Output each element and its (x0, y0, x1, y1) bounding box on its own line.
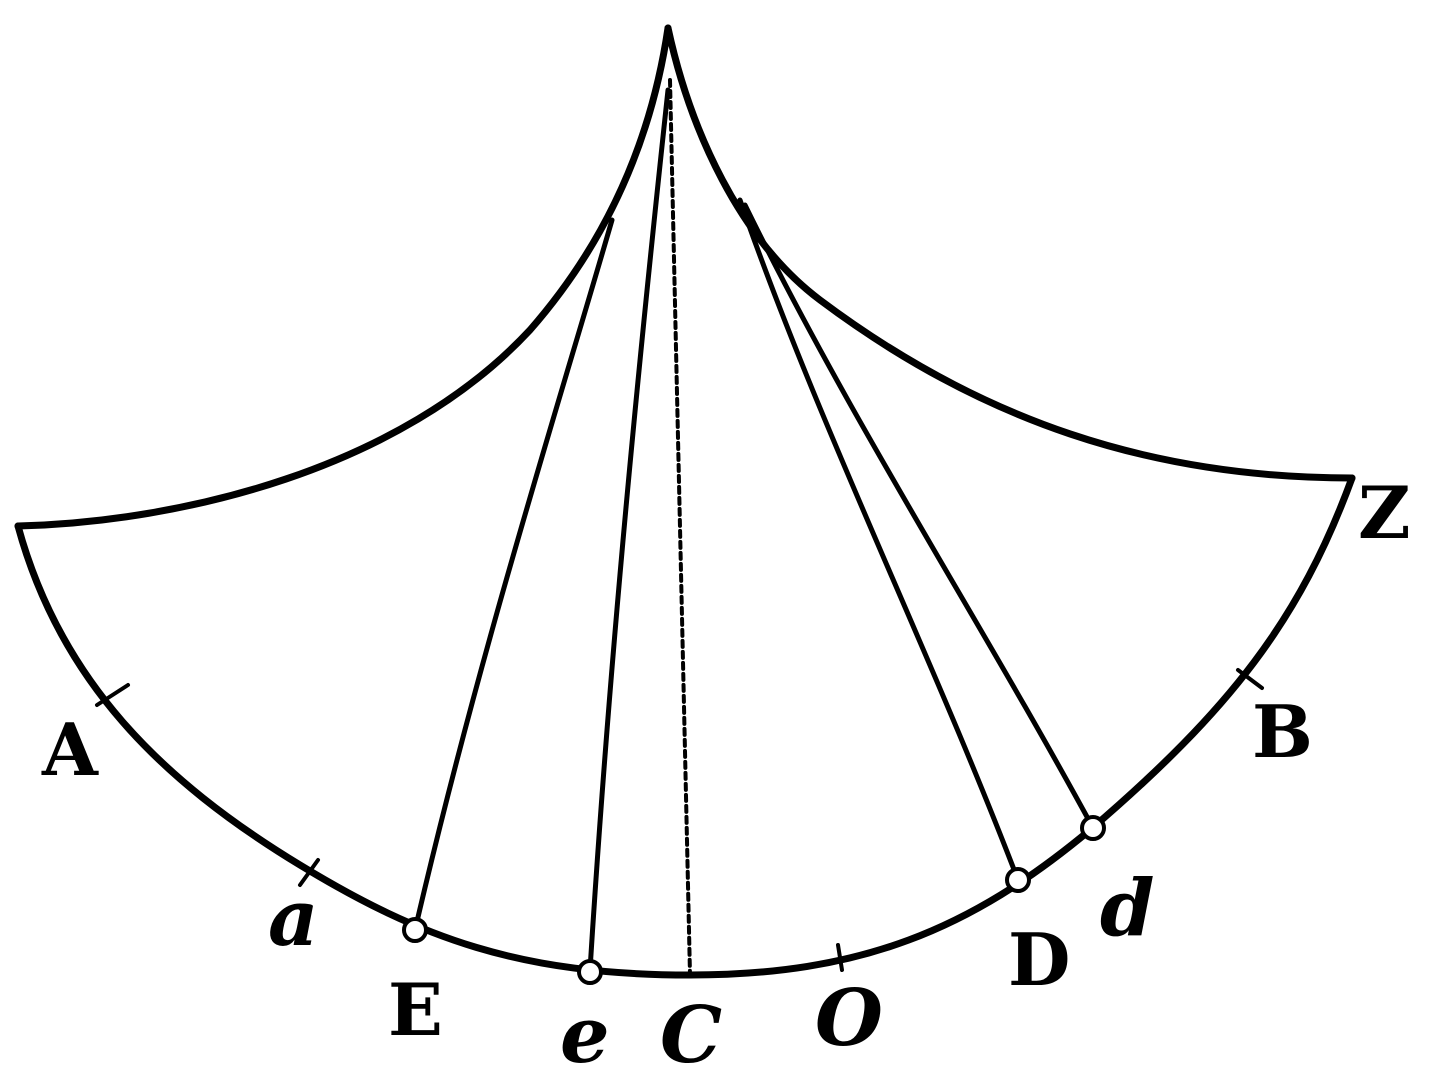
string-to-E (412, 217, 615, 933)
string-to-e (587, 87, 671, 973)
string-to-d (742, 202, 1095, 829)
label-e: e (560, 990, 610, 1081)
point-D (1005, 867, 1031, 893)
vertical-axis-to-C (668, 78, 692, 977)
tick-A (95, 683, 130, 707)
string-to-D (737, 197, 1021, 883)
tick-B (1236, 668, 1264, 690)
label-A: A (41, 707, 99, 792)
right-cheek-curve (664, 24, 1356, 482)
label-O: O (815, 973, 883, 1064)
label-C: C (660, 990, 722, 1081)
label-B: B (1252, 689, 1313, 774)
label-a: a (268, 873, 319, 964)
label-E: E (388, 967, 443, 1052)
label-D: D (1008, 917, 1070, 1002)
point-e (577, 959, 603, 985)
label-Z: Z (1358, 470, 1411, 555)
tick-O (836, 943, 844, 972)
point-d (1080, 815, 1106, 841)
left-cheek-curve (14, 24, 672, 530)
tick-a (298, 858, 320, 887)
point-E (402, 917, 428, 943)
label-d: d (1100, 863, 1155, 954)
